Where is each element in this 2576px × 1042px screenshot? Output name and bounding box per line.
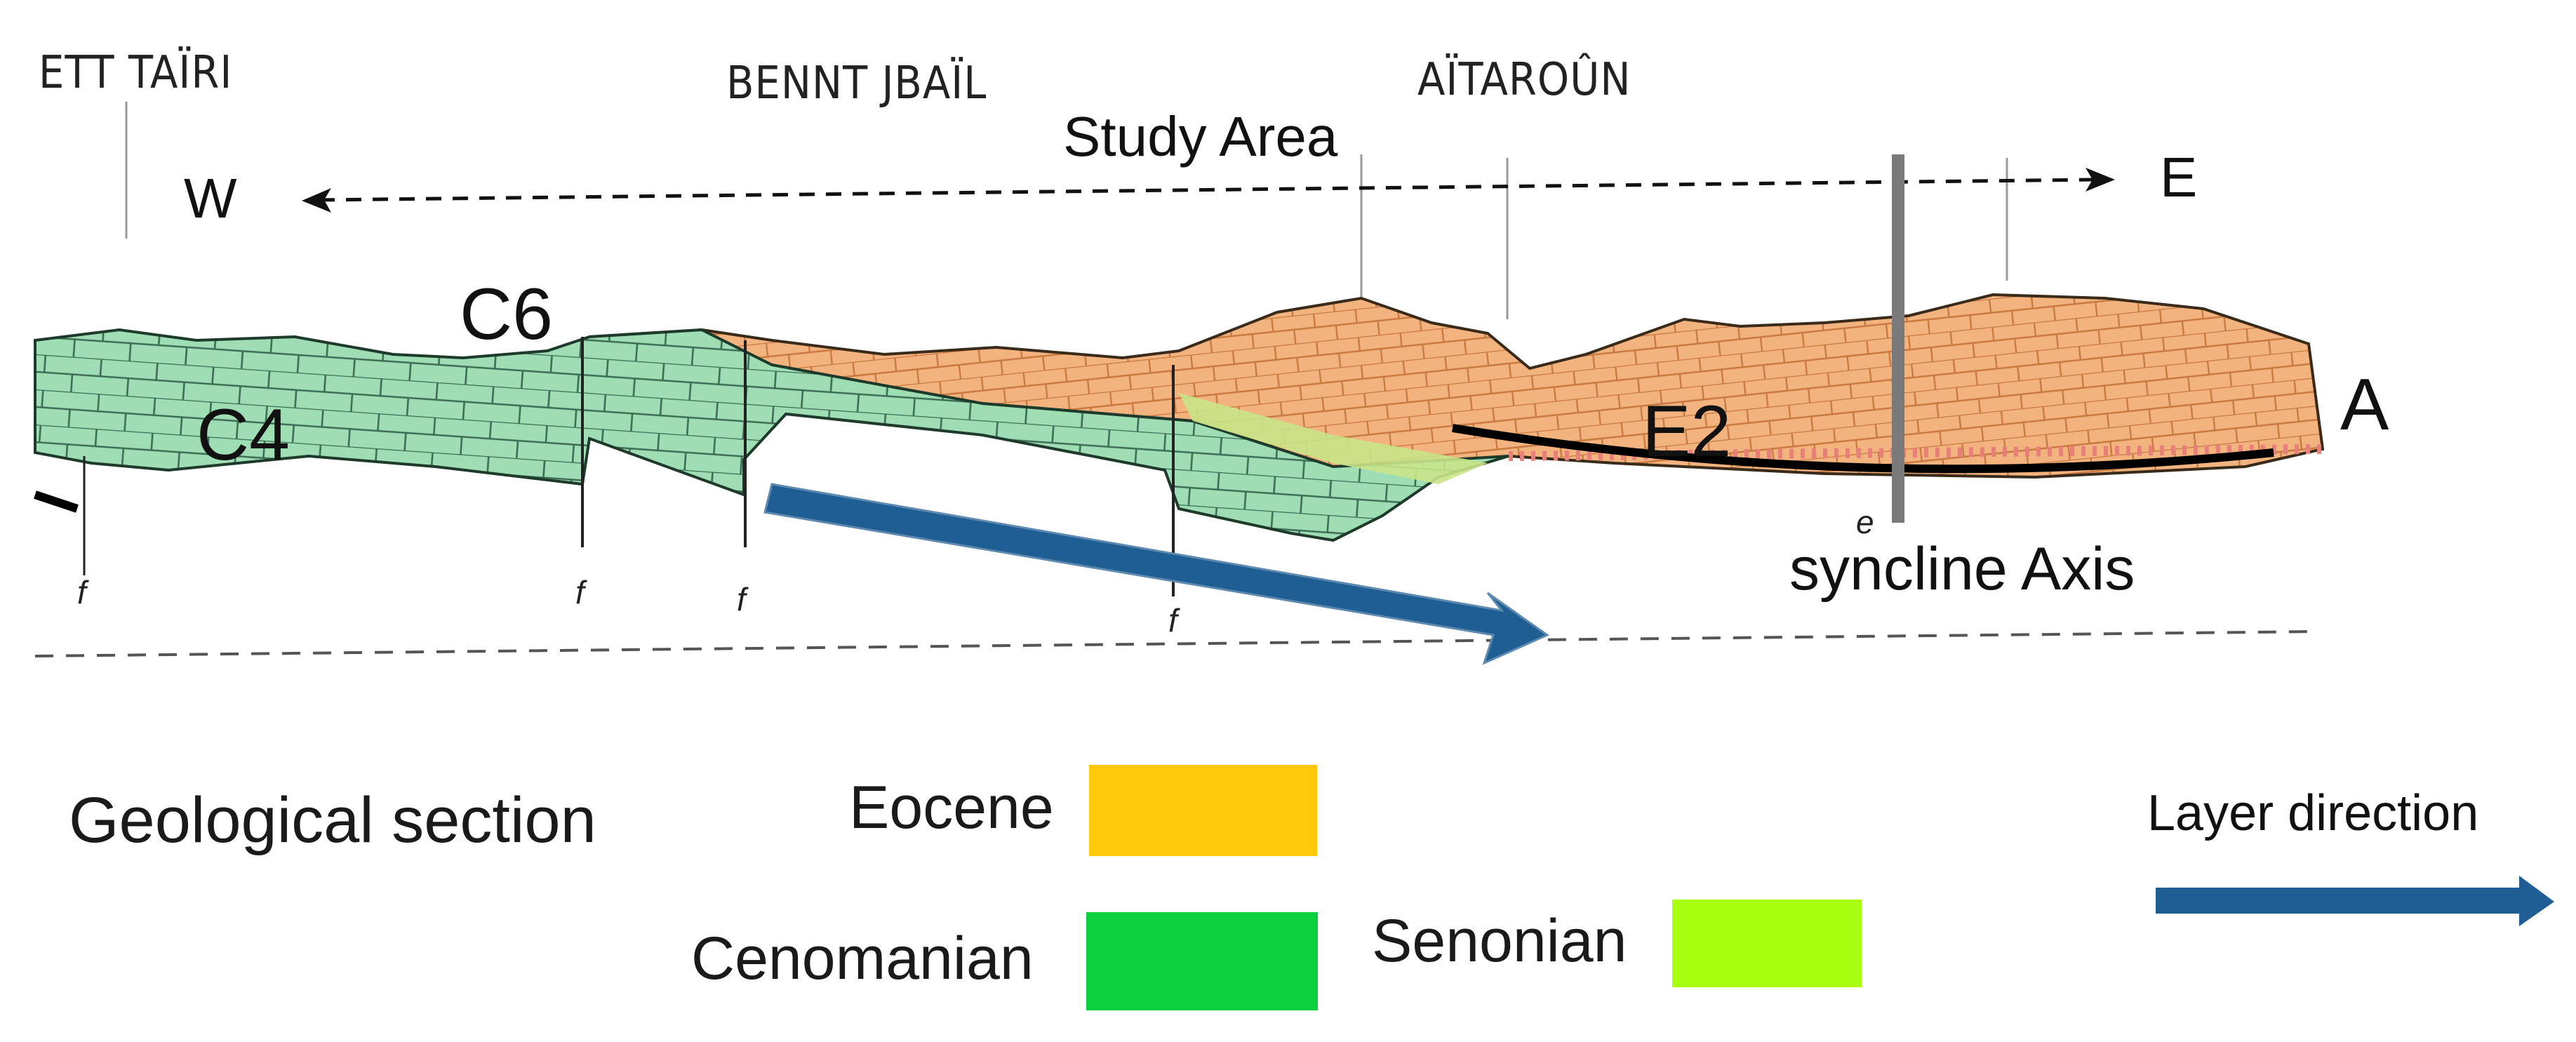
west-east-dashed-line <box>319 178 2099 202</box>
unit-label-c6: C6 <box>460 274 553 355</box>
fault-label-1: f <box>77 574 89 610</box>
fault-label-4: f <box>1168 602 1180 639</box>
fault-label-3: f <box>737 581 749 617</box>
section-baseline <box>34 630 2316 657</box>
legend-swatch-eocene <box>1089 765 1317 856</box>
cenomanian-layer <box>34 328 1509 542</box>
section-title: Geological section <box>69 784 596 856</box>
fault-label-2: f <box>575 574 587 610</box>
place-label-ett-tairi: ETT TAÏRI <box>39 46 232 99</box>
left-edge-black-mark <box>34 490 79 513</box>
layer-direction-arrow <box>763 483 1550 665</box>
west-label: W <box>184 167 237 229</box>
study-area-label: Study Area <box>1063 105 1338 168</box>
senonian-band <box>1179 393 1488 484</box>
legend-label-senonian: Senonian <box>1372 907 1627 975</box>
legend-swatch-senonian <box>1672 900 1862 987</box>
east-label: E <box>2160 146 2197 208</box>
unit-label-c4: C4 <box>196 394 290 476</box>
legend-label-eocene: Eocene <box>849 774 1054 841</box>
east-arrowhead <box>2086 168 2115 192</box>
legend-swatch-cenomanian <box>1086 912 1318 1010</box>
fault-label-5: e <box>1856 504 1874 540</box>
unit-label-e2: E2 <box>1642 391 1731 472</box>
layer-direction-label: Layer direction <box>2147 785 2478 841</box>
syncline-axis-label: syncline Axis <box>1789 535 2135 603</box>
legend-layer-direction-arrow <box>2156 876 2554 926</box>
place-label-aitaroun: AÏTAROÛN <box>1417 53 1631 106</box>
legend-label-cenomanian: Cenomanian <box>691 925 1034 992</box>
syncline-curve <box>1452 424 2274 474</box>
west-arrowhead <box>302 188 331 213</box>
place-label-bennt-jbail: BENNT JBAÏL <box>726 57 987 109</box>
unit-label-a: A <box>2340 364 2389 446</box>
